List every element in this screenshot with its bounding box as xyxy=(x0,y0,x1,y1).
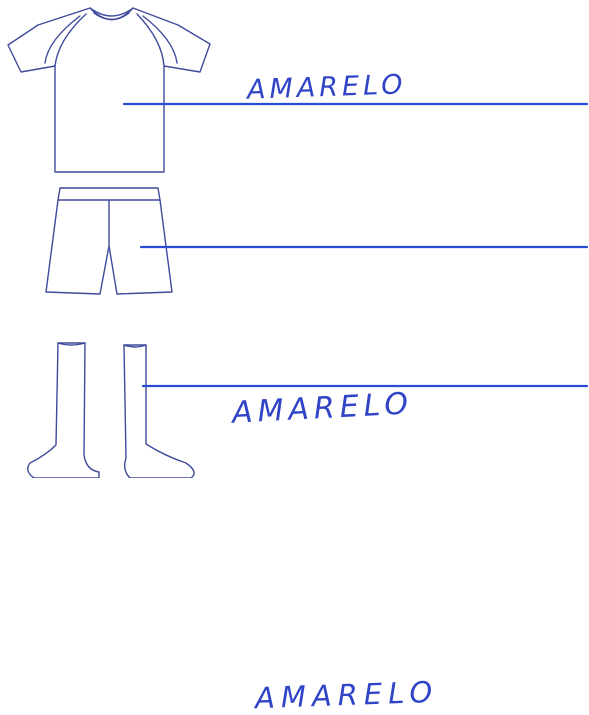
socks-row: AMARELO xyxy=(0,330,589,715)
socks-answer: AMARELO xyxy=(254,674,439,715)
shirt-answer: AMARELO xyxy=(246,69,408,106)
shirt-row: AMARELO xyxy=(0,0,589,180)
shorts-row: AMARELO xyxy=(0,180,589,430)
